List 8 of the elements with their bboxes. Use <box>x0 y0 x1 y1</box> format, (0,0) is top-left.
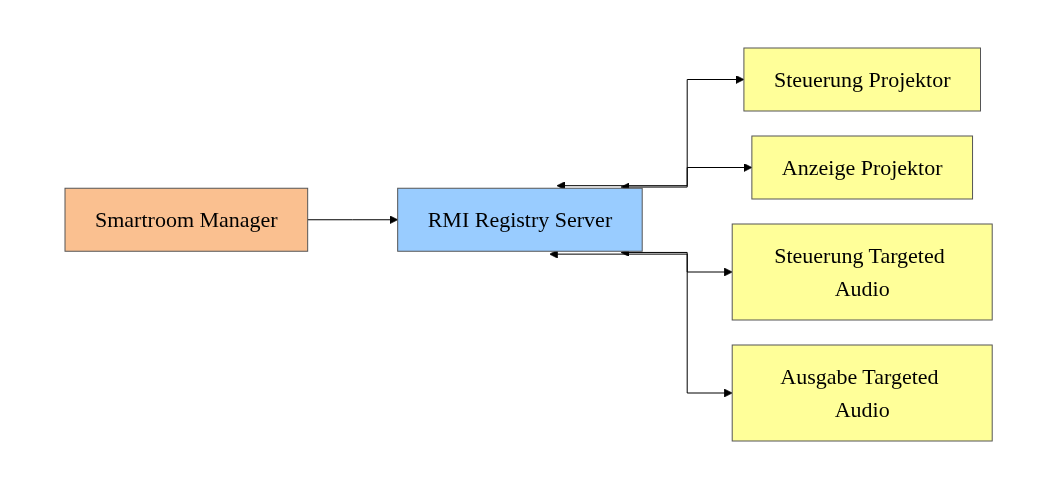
node-box: Smartroom Manager <box>64 187 309 252</box>
node-box: Ausgabe Targeted Audio <box>732 344 994 442</box>
node-box: Steuerung Projektor <box>743 47 982 112</box>
arrow <box>307 215 399 225</box>
node-box: Steuerung Targeted Audio <box>732 223 994 321</box>
arrow <box>549 249 733 398</box>
node-box: RMI Registry Server <box>397 187 644 252</box>
node-box: Anzeige Projektor <box>751 135 974 200</box>
